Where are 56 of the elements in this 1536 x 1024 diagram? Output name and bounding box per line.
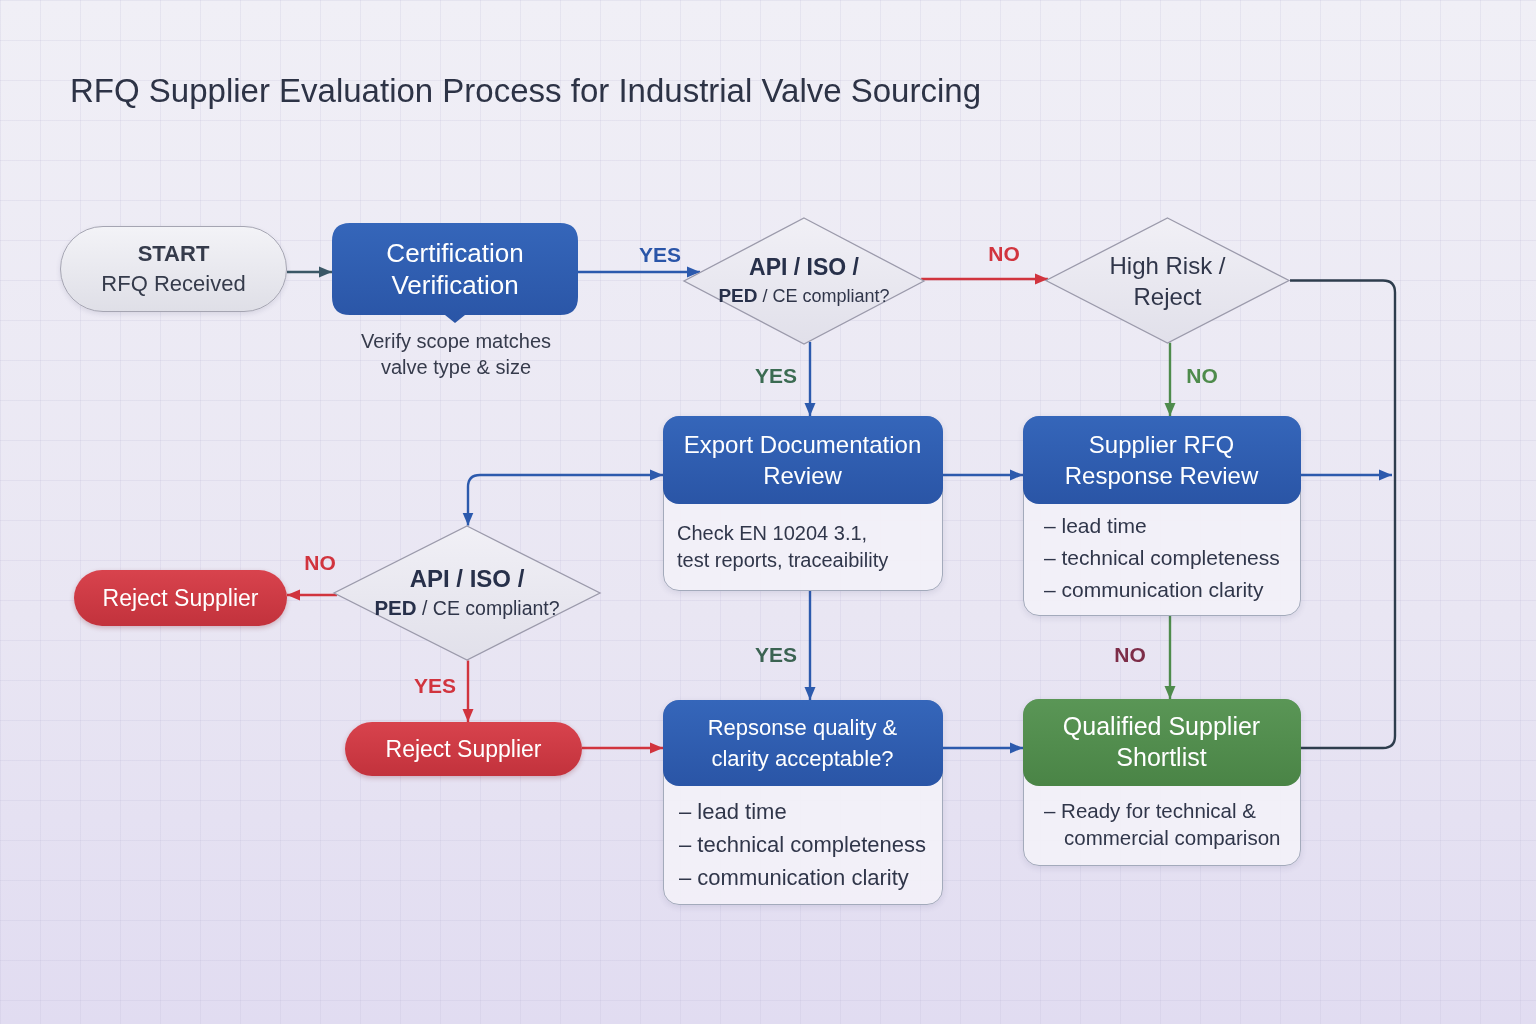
arrow: [462, 660, 474, 722]
decision-diamond: [1045, 217, 1290, 344]
process-card: [663, 700, 943, 905]
decision-text: High Risk / Reject: [1108, 250, 1227, 312]
list-item: – Ready for technical & commercial comparison: [1044, 798, 1282, 851]
list-item: – communication clarity: [679, 864, 909, 892]
connector-line: [1290, 279, 1397, 750]
terminal-node: [60, 226, 287, 312]
card-header: Repsonse quality & clarity acceptable?: [662, 699, 943, 786]
arrow: [578, 266, 700, 278]
decision-text: API / ISO / PED / CE compliant?: [374, 564, 560, 621]
node-label: Certification Verification: [385, 237, 525, 301]
edge-label: YES: [755, 643, 797, 667]
arrow: [1164, 616, 1176, 699]
node-label: Reject Supplier: [102, 584, 259, 613]
terminal-node: [345, 722, 582, 776]
arrow: [462, 469, 663, 526]
card-header: Supplier RFQ Response Review: [1022, 415, 1301, 504]
list-item: – communication clarity: [1044, 577, 1264, 603]
process-card: [663, 416, 943, 591]
node-label: RFQ Received: [101, 270, 246, 298]
list-item: – technical completeness: [1044, 545, 1280, 571]
arrow: [804, 591, 816, 700]
process-card: [1023, 416, 1301, 616]
card-header: Qualified Supplier Shortlist: [1022, 698, 1301, 786]
edge-label: NO: [1186, 364, 1218, 388]
process-box: [332, 223, 578, 323]
card-header: Export Documentation Review: [662, 415, 943, 504]
edge-label: YES: [755, 364, 797, 388]
terminal-node: [74, 570, 287, 626]
edge-label: YES: [639, 243, 681, 267]
arrow: [287, 266, 332, 278]
arrow: [921, 273, 1048, 285]
diagram-title: RFQ Supplier Evaluation Process for Industrial Valve Sourcing: [70, 72, 981, 110]
list-item: – lead time: [1044, 513, 1147, 539]
node-heading: START: [137, 240, 210, 268]
arrow: [582, 742, 663, 754]
decision-text: API / ISO / PED / CE compliant?: [718, 253, 890, 308]
list-item: – technical completeness: [679, 831, 927, 859]
edge-label: NO: [1114, 643, 1146, 667]
process-card: [1023, 699, 1301, 866]
decision-diamond: [333, 525, 601, 661]
arrow: [1301, 469, 1392, 481]
edge-label: NO: [304, 551, 336, 575]
card-note: Check EN 10204 3.1, test reports, traceaibility: [677, 521, 890, 573]
edge-label: YES: [414, 674, 456, 698]
arrow: [804, 341, 816, 416]
arrow: [287, 589, 337, 601]
node-label: Reject Supplier: [385, 735, 542, 764]
arrow: [943, 742, 1023, 754]
decision-diamond: [683, 217, 925, 345]
edge-label: NO: [988, 242, 1020, 266]
arrow: [1164, 342, 1176, 416]
node-caption: Verify scope matches valve type & size: [359, 329, 553, 380]
list-item: – lead time: [679, 798, 787, 826]
arrow: [943, 469, 1023, 481]
